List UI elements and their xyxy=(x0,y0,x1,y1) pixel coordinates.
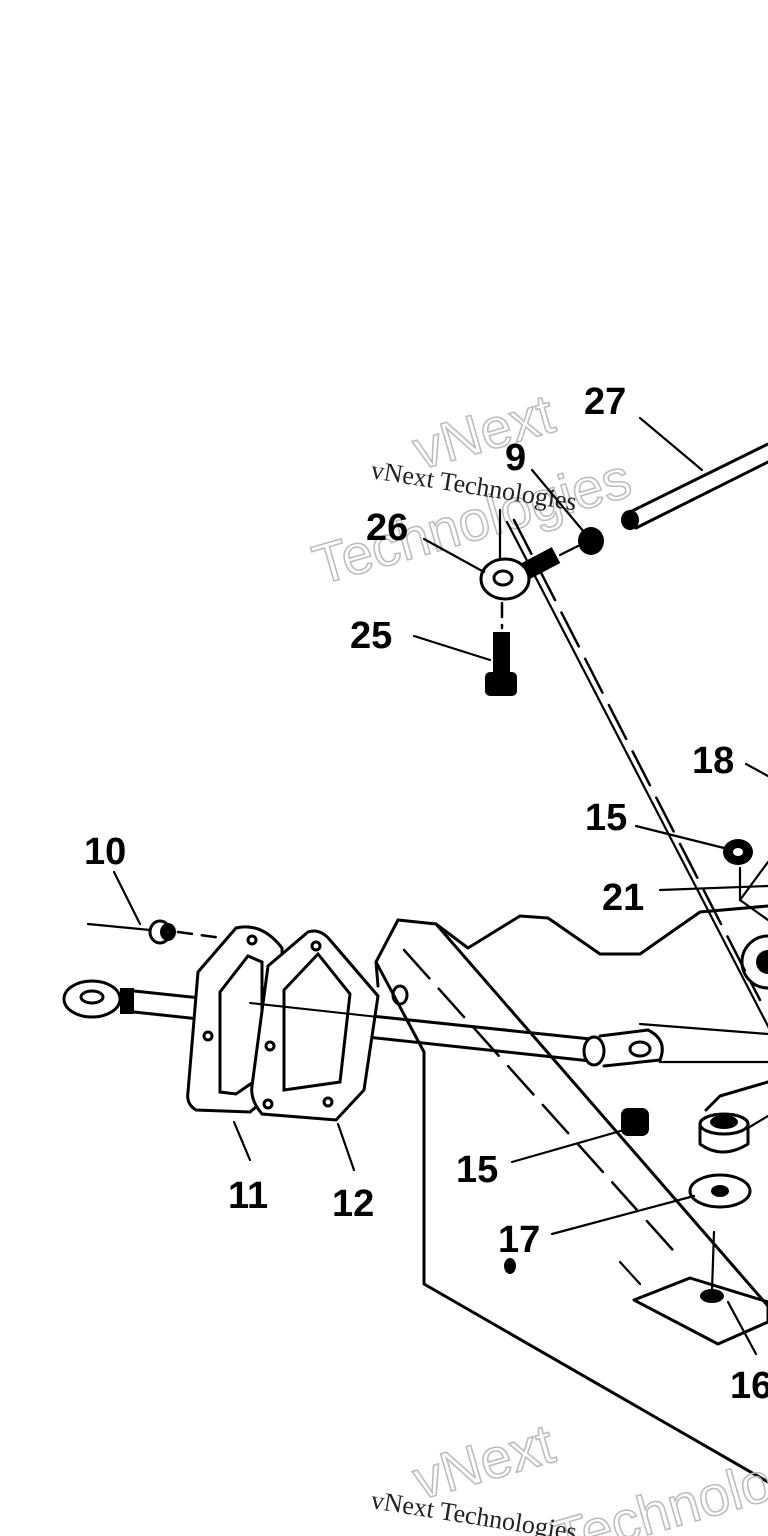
callout-11: 11 xyxy=(228,1175,268,1217)
callout-26: 26 xyxy=(366,507,408,549)
callout-21: 21 xyxy=(602,877,644,919)
callout-9: 9 xyxy=(505,437,526,479)
watermark-outline-line2: Technologies xyxy=(306,446,638,597)
callout-10: 10 xyxy=(84,831,126,873)
watermark-lower: vNext Technologies vNext Technologies xyxy=(369,1411,768,1536)
tie-rod-left xyxy=(62,979,768,1068)
frame-plate xyxy=(374,904,768,1484)
tie-rod-27 xyxy=(621,416,768,530)
right-side-parts xyxy=(634,762,768,990)
callout-labels: 27 9 26 25 18 15 21 10 11 12 15 17 16 xyxy=(84,381,768,1407)
callout-16: 16 xyxy=(730,1365,768,1407)
callout-15-upper: 15 xyxy=(585,797,627,839)
bracket-12 xyxy=(250,929,380,1172)
callout-27: 27 xyxy=(584,381,626,423)
callout-17: 17 xyxy=(498,1219,540,1261)
callout-25: 25 xyxy=(350,615,392,657)
ball-joint-assembly xyxy=(412,468,768,1029)
bolt-10 xyxy=(86,870,224,945)
callout-12: 12 xyxy=(332,1183,374,1225)
watermark-lower-outline-line2: Technologies xyxy=(546,1421,768,1536)
lower-hardware xyxy=(504,1080,768,1274)
callout-18: 18 xyxy=(692,740,734,782)
callout-15-lower: 15 xyxy=(456,1149,498,1191)
